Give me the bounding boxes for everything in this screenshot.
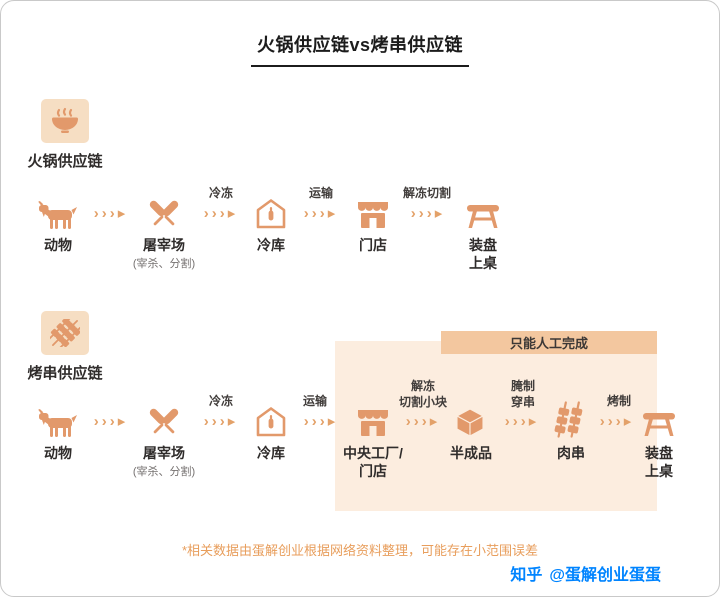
meat-skewer-icon bbox=[554, 401, 583, 438]
warehouse-icon bbox=[256, 199, 286, 229]
arrow: ›››▸ bbox=[303, 205, 339, 222]
arrow-label-thaw-1: 解冻 bbox=[410, 379, 435, 393]
hotpot-serve-node bbox=[465, 202, 501, 230]
skewer-animal-node bbox=[36, 409, 80, 439]
hotpot-icon bbox=[52, 107, 78, 133]
arrow: ›››▸ bbox=[93, 205, 129, 222]
crossed-knives-icon bbox=[149, 200, 179, 226]
node-label-store: 门店 bbox=[359, 237, 387, 253]
arrow-label-thawcut: 解冻切割 bbox=[402, 186, 451, 200]
skewer-section-label: 烤串供应链 bbox=[27, 365, 103, 382]
hotpot-store-node bbox=[355, 199, 391, 231]
hotpot-animal-node bbox=[36, 201, 80, 231]
node-label-animal: 动物 bbox=[44, 445, 72, 461]
zhihu-logo: 知乎 bbox=[510, 567, 543, 584]
hotpot-coldstore-node bbox=[253, 197, 289, 231]
watermark-handle: @蛋解创业蛋蛋 bbox=[549, 567, 661, 584]
arrow-label-marinate-2: 穿串 bbox=[510, 395, 535, 409]
highlight-header: 只能人工完成 bbox=[441, 331, 657, 354]
skewer-meat-node bbox=[553, 401, 585, 439]
node-sublabel-slaughter: (宰杀、分割) bbox=[132, 466, 196, 478]
node-label-coldstore: 冷库 bbox=[257, 445, 285, 461]
hotpot-section-label: 火锅供应链 bbox=[27, 153, 103, 170]
arrow: ›››▸ bbox=[405, 413, 441, 430]
arrow-label-marinate-1: 腌制 bbox=[510, 379, 535, 393]
hotpot-section-badge bbox=[41, 99, 89, 143]
skewer-serve-node bbox=[641, 410, 677, 438]
skewer-factory-node bbox=[355, 407, 391, 439]
arrow: ›››▸ bbox=[203, 205, 239, 222]
arrow-label-transport: 运输 bbox=[308, 186, 333, 200]
storefront-icon bbox=[358, 202, 388, 228]
node-label-serve-2: 上桌 bbox=[469, 255, 497, 271]
arrow-label-thaw-2: 切割小块 bbox=[398, 395, 447, 409]
arrow-label-freeze: 冷冻 bbox=[208, 394, 233, 408]
skewer-slaughter-node bbox=[142, 403, 186, 443]
node-label-serve-2: 上桌 bbox=[645, 463, 673, 479]
crossed-knives-icon bbox=[149, 408, 179, 434]
node-label-slaughter: 屠宰场 bbox=[143, 445, 185, 461]
hotpot-slaughter-node bbox=[142, 195, 186, 235]
highlight-box bbox=[335, 341, 657, 511]
goat-icon bbox=[38, 409, 77, 437]
arrow-label-grill: 烤制 bbox=[606, 394, 631, 408]
storefront-icon bbox=[358, 410, 388, 436]
page-title-text: 火锅供应链vs烤串供应链 bbox=[250, 31, 470, 67]
arrow-label-transport: 运输 bbox=[302, 394, 327, 408]
node-label-coldstore: 冷库 bbox=[257, 237, 285, 253]
arrow-label-freeze: 冷冻 bbox=[208, 186, 233, 200]
skewer-semi-node bbox=[453, 407, 487, 437]
watermark: 知乎 @蛋解创业蛋蛋 bbox=[510, 561, 661, 585]
page-title: 火锅供应链vs烤串供应链 bbox=[1, 31, 719, 67]
arrow: ›››▸ bbox=[303, 413, 339, 430]
node-label-serve-1: 装盘 bbox=[469, 237, 497, 253]
node-label-meat: 肉串 bbox=[557, 445, 585, 461]
arrow: ›››▸ bbox=[203, 413, 239, 430]
skewer-coldstore-node bbox=[253, 405, 289, 439]
arrow: ›››▸ bbox=[410, 205, 446, 222]
table-icon bbox=[643, 413, 675, 436]
node-label-semi: 半成品 bbox=[450, 445, 492, 461]
arrow: ›››▸ bbox=[93, 413, 129, 430]
box-icon bbox=[456, 408, 484, 437]
skewers-icon bbox=[50, 319, 80, 347]
node-label-serve-1: 装盘 bbox=[645, 445, 673, 461]
arrow: ›››▸ bbox=[599, 413, 635, 430]
node-label-slaughter: 屠宰场 bbox=[143, 237, 185, 253]
node-label-animal: 动物 bbox=[44, 237, 72, 253]
arrow: ›››▸ bbox=[504, 413, 540, 430]
node-label-factory-1: 中央工厂/ bbox=[343, 445, 403, 461]
goat-icon bbox=[38, 201, 77, 229]
skewer-section-badge bbox=[41, 311, 89, 355]
table-icon bbox=[467, 205, 499, 228]
warehouse-icon bbox=[256, 407, 286, 437]
footer-note: *相关数据由蛋解创业根据网络资料整理，可能存在小范围误差 bbox=[181, 543, 539, 558]
node-label-factory-2: 门店 bbox=[359, 463, 387, 479]
node-sublabel-slaughter: (宰杀、分割) bbox=[132, 258, 196, 270]
